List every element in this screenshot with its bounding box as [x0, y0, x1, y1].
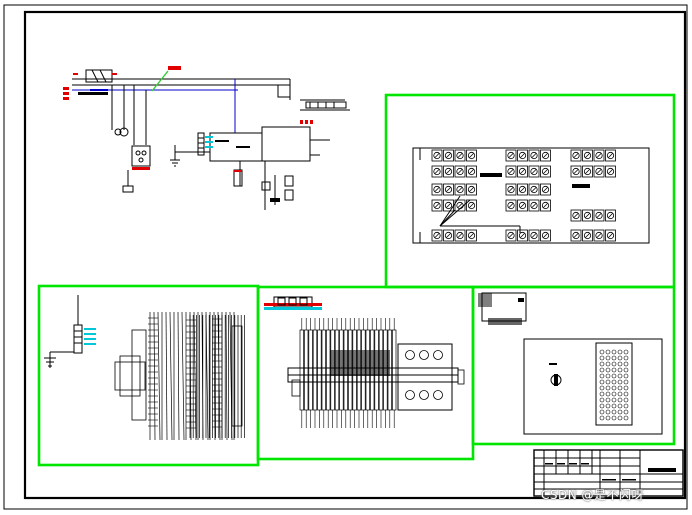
- terminal-screw: [431, 199, 443, 212]
- terminal-screw: [505, 149, 517, 162]
- terminal-screw: [540, 149, 551, 162]
- terminal-screw: [570, 165, 582, 178]
- terminal-screw: [582, 209, 593, 222]
- terminal-screw: [517, 149, 528, 162]
- watermark-text: CSDN @是不闪呀: [541, 488, 645, 502]
- terminal-screw: [605, 165, 616, 178]
- terminal-screw: [454, 183, 466, 196]
- terminal-panel-drawing: [412, 147, 650, 244]
- terminal-screw: [466, 149, 477, 162]
- terminal-screw: [454, 229, 466, 242]
- terminal-screw: [528, 199, 540, 212]
- terminal-screw: [505, 183, 517, 196]
- terminal-screw: [605, 149, 616, 162]
- outer-border: [3, 4, 688, 510]
- terminal-screw: [605, 209, 616, 222]
- terminal-screw: [443, 183, 454, 196]
- terminal-screw: [570, 209, 582, 222]
- enclosure-drawing: [478, 292, 663, 435]
- terminal-screw: [431, 183, 443, 196]
- top-left-schematic: [63, 66, 350, 210]
- terminal-screw: [570, 149, 582, 162]
- terminal-screw: [466, 199, 477, 212]
- terminal-screw: [517, 199, 528, 212]
- highlight-box-bottom-right: [471, 285, 676, 446]
- terminal-screw: [431, 229, 443, 242]
- terminal-screw: [454, 149, 466, 162]
- terminal-screw: [466, 165, 477, 178]
- terminal-screw: [517, 165, 528, 178]
- terminal-screw: [505, 199, 517, 212]
- terminal-screw: [593, 229, 605, 242]
- terminal-screw: [528, 149, 540, 162]
- inner-border: [23, 10, 687, 500]
- terminal-screw: [593, 209, 605, 222]
- terminal-screw: [605, 229, 616, 242]
- title-block: [533, 449, 684, 497]
- terminal-screw: [593, 149, 605, 162]
- terminal-screw: [540, 229, 551, 242]
- terminal-screw: [443, 165, 454, 178]
- terminal-screw: [517, 183, 528, 196]
- terminal-screw: [540, 165, 551, 178]
- din-rail-drawing: [264, 296, 465, 428]
- terminal-screw: [528, 183, 540, 196]
- terminal-screw: [517, 229, 528, 242]
- terminal-screw: [582, 149, 593, 162]
- terminal-screw: [582, 229, 593, 242]
- terminal-screw: [443, 149, 454, 162]
- terminal-screw: [540, 183, 551, 196]
- terminal-screw: [466, 183, 477, 196]
- terminal-screw: [431, 149, 443, 162]
- terminal-screw: [443, 229, 454, 242]
- terminal-grid: [431, 149, 616, 242]
- terminal-screw: [466, 229, 477, 242]
- terminal-screw: [528, 165, 540, 178]
- terminal-screw: [570, 229, 582, 242]
- terminal-screw: [505, 165, 517, 178]
- terminal-screw: [454, 165, 466, 178]
- terminal-screw: [431, 165, 443, 178]
- terminal-screw: [582, 165, 593, 178]
- terminal-screw: [540, 199, 551, 212]
- terminal-screw: [528, 229, 540, 242]
- terminal-screw: [593, 165, 605, 178]
- wiring-harness-drawing: [44, 295, 245, 441]
- terminal-screw: [505, 229, 517, 242]
